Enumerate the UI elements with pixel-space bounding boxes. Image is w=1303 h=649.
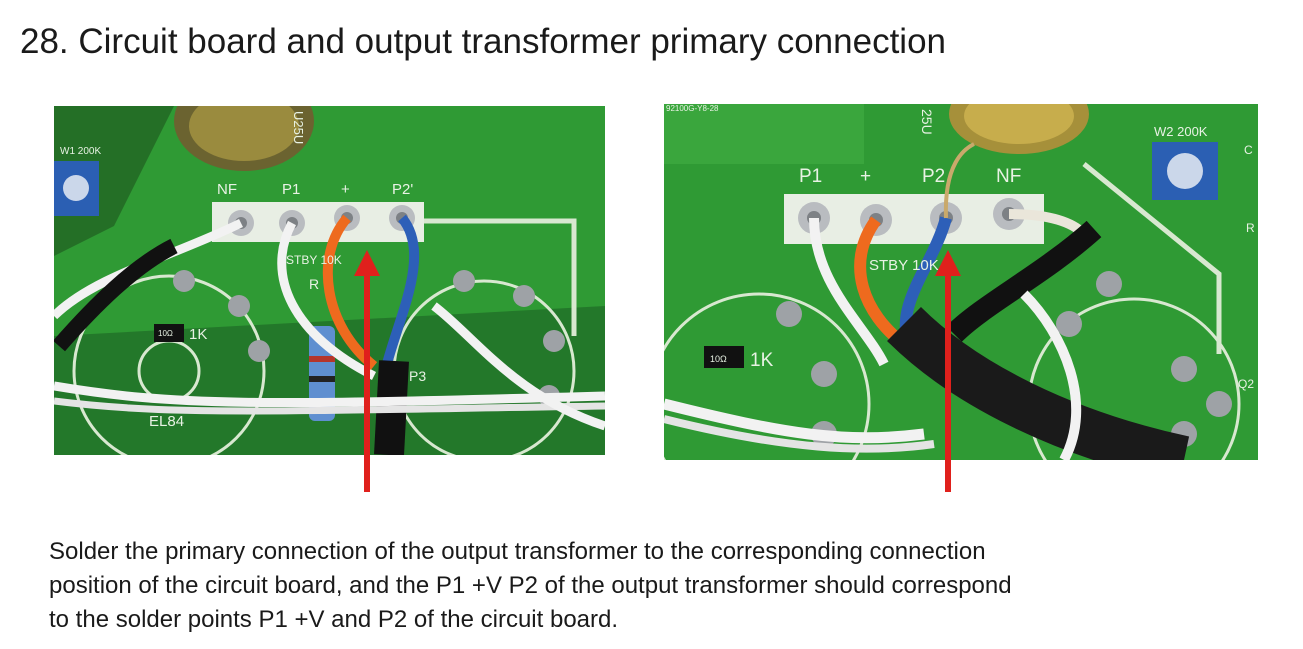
instruction-caption: Solder the primary connection of the out… [49,535,1269,637]
label-10r: 10Ω [158,329,173,338]
label-p2: P2' [392,181,413,198]
label-plus: + [860,166,871,187]
caption-line-3: to the solder points P1 +V and P2 of the… [49,606,619,633]
label-stby: STBY 10K [869,257,939,274]
red-arrow-right-icon [935,250,961,492]
label-c: C [1244,143,1253,157]
page-title: 28. Circuit board and output transformer… [20,22,947,61]
label-1k: 1K [750,350,774,371]
caption-line-2: position of the circuit board, and the P… [49,572,1012,599]
label-u25u: U25U [291,111,306,144]
label-10r: 10Ω [710,354,727,364]
label-el84: EL84 [149,413,184,430]
label-w2: W2 200K [1154,124,1208,139]
red-arrow-left-icon [354,250,380,492]
label-w1: W1 200K [60,146,101,157]
label-p3: P3 [409,368,426,384]
caption-line-1: Solder the primary connection of the out… [49,538,986,565]
label-q2: Q2 [1238,377,1254,391]
label-board-code: 92100G-Y8-28 [666,104,719,113]
label-nf: NF [996,166,1021,187]
label-r: R [1246,221,1255,235]
circuit-board-photo-left: NF P1 + P2' W1 200K STBY 10K 1K 10Ω EL84… [54,106,605,455]
label-p1: P1 [282,181,300,198]
label-plus: + [341,181,350,198]
circuit-board-photo-right: P1 + P2 NF W2 200K STBY 10K 1K 10Ω Q2 25… [664,104,1258,460]
label-1k: 1K [189,326,207,343]
label-stby: STBY 10K [286,253,342,267]
label-p1: P1 [799,166,822,187]
label-p2: P2 [922,166,945,187]
label-nf: NF [217,181,237,198]
label-25u: 25U [919,109,935,135]
label-r: R [309,276,319,292]
